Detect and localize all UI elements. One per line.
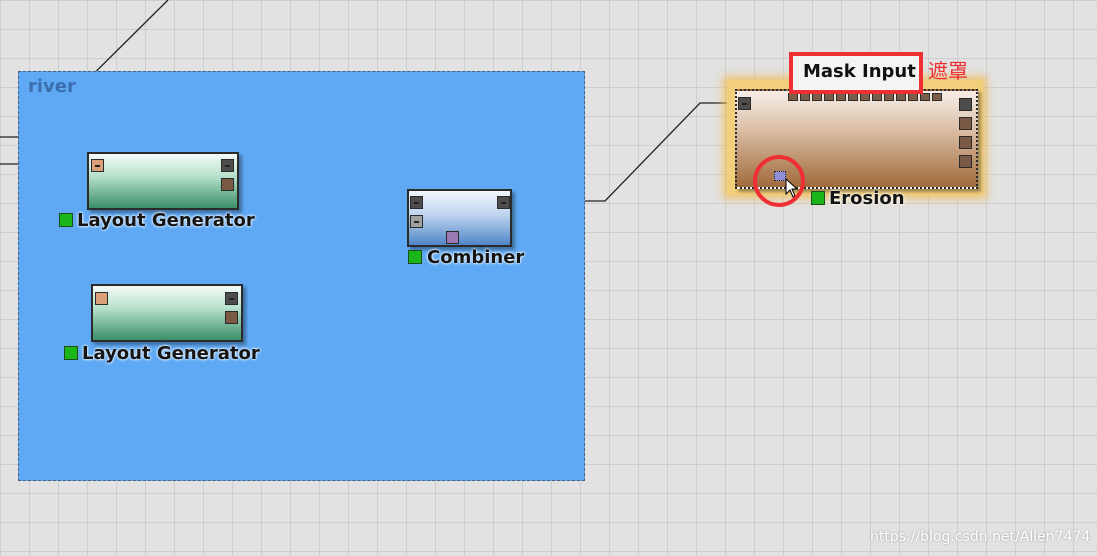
input-port-a[interactable]	[410, 196, 423, 209]
output-port-primary[interactable]	[221, 159, 234, 172]
mask-input-port-10[interactable]	[896, 93, 906, 101]
input-port[interactable]	[91, 159, 104, 172]
output-port[interactable]	[497, 196, 510, 209]
annotation-circle	[753, 155, 805, 207]
annotation-callout-text: Mask Input	[803, 61, 916, 82]
node-label: Erosion	[829, 188, 905, 209]
mask-input-port-2[interactable]	[800, 93, 810, 101]
node-label: Layout Generator	[82, 343, 260, 364]
output-port-secondary[interactable]	[221, 178, 234, 191]
layout-generator-node-1[interactable]	[87, 152, 239, 210]
annotation-note: 遮罩	[928, 59, 968, 83]
mask-input-port-8[interactable]	[872, 93, 882, 101]
output-port-2[interactable]	[959, 117, 972, 130]
combiner-node[interactable]	[407, 189, 512, 247]
mask-input-port-3[interactable]	[812, 93, 822, 101]
mask-input-port-13[interactable]	[932, 93, 942, 101]
group-frame-river[interactable]: river	[18, 71, 585, 481]
output-port-1[interactable]	[959, 98, 972, 111]
annotation-callout-box	[789, 52, 923, 94]
mask-input-port-7[interactable]	[860, 93, 870, 101]
mask-input-port-9[interactable]	[884, 93, 894, 101]
node-label: Layout Generator	[77, 210, 255, 231]
input-port[interactable]	[738, 97, 751, 110]
output-port-3[interactable]	[959, 136, 972, 149]
input-port-b[interactable]	[410, 215, 423, 228]
layout-generator-node-2[interactable]	[91, 284, 243, 342]
mask-input-port[interactable]	[446, 231, 459, 244]
output-port-secondary[interactable]	[225, 311, 238, 324]
input-port[interactable]	[95, 292, 108, 305]
status-indicator[interactable]	[408, 250, 422, 264]
output-port-4[interactable]	[959, 155, 972, 168]
mask-input-port-5[interactable]	[836, 93, 846, 101]
status-indicator[interactable]	[59, 213, 73, 227]
watermark: https://blog.csdn.net/Allen7474	[870, 529, 1091, 545]
mask-input-port-11[interactable]	[908, 93, 918, 101]
status-indicator[interactable]	[811, 191, 825, 205]
node-label: Combiner	[427, 247, 525, 268]
status-indicator[interactable]	[64, 346, 78, 360]
mask-input-port-6[interactable]	[848, 93, 858, 101]
group-label: river	[28, 76, 76, 97]
mask-input-port-1[interactable]	[788, 93, 798, 101]
output-port-primary[interactable]	[225, 292, 238, 305]
mask-input-port-4[interactable]	[824, 93, 834, 101]
mask-input-port-12[interactable]	[920, 93, 930, 101]
